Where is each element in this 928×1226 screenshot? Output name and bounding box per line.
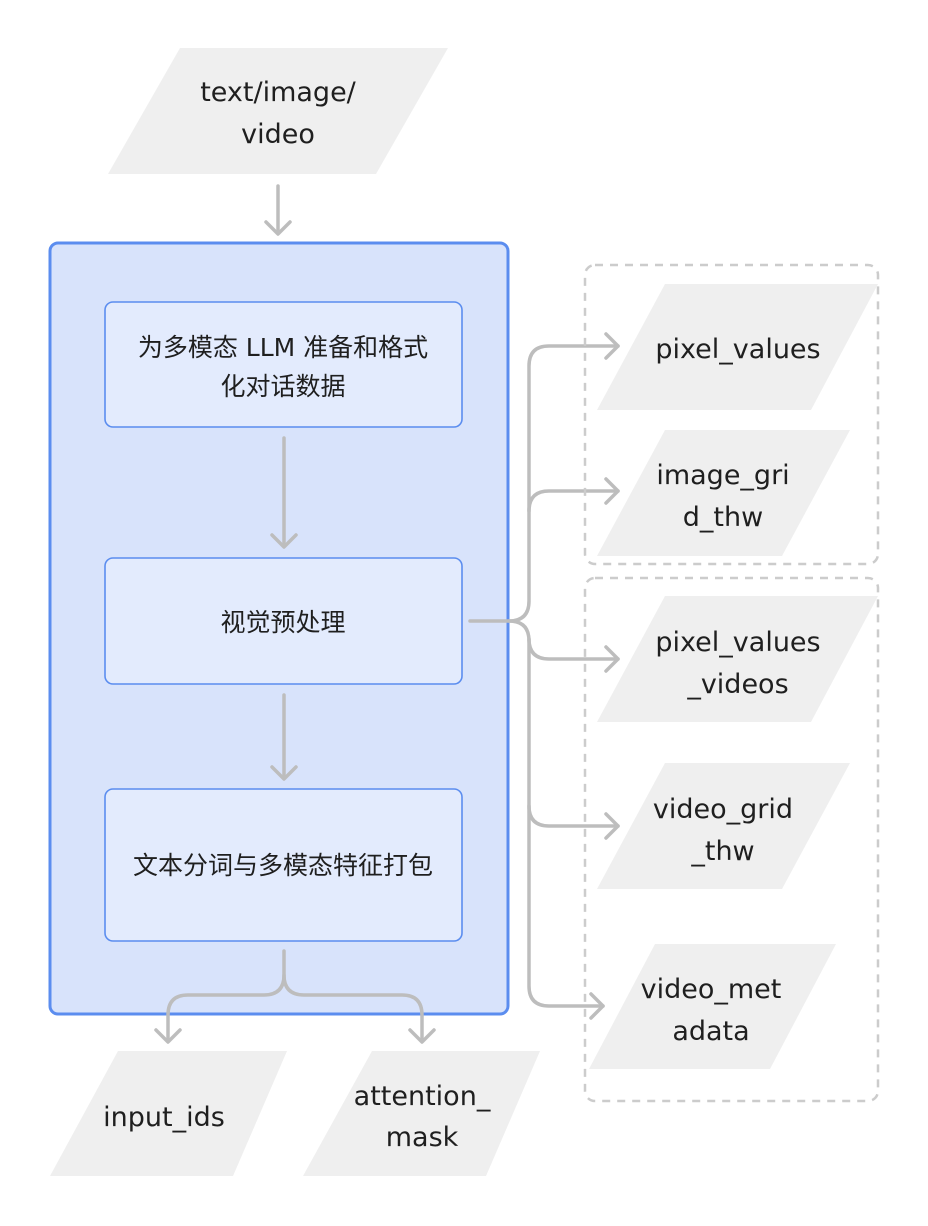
- output-attention-mask-line2: mask: [386, 1122, 459, 1153]
- step-1-line2: 化对话数据: [220, 372, 345, 401]
- arrowhead-step2: [270, 533, 298, 549]
- arrowhead-input: [264, 220, 292, 236]
- step-visual-preprocess: 视觉预处理: [104, 557, 463, 685]
- output-image-grid-line2: d_thw: [683, 502, 763, 533]
- output-video-metadata: video_met adata: [589, 944, 836, 1069]
- output-video-grid-line2: _thw: [690, 836, 754, 867]
- output-pixel-values-videos: pixel_values _videos: [597, 596, 878, 722]
- step-2-label: 视觉预处理: [220, 608, 345, 637]
- output-attention-mask: attention_ mask: [303, 1051, 540, 1176]
- arrowhead-step3: [270, 765, 298, 781]
- output-pixel-values: pixel_values: [597, 284, 878, 410]
- input-label-line2: video: [241, 119, 315, 150]
- step-format-conversation: 为多模态 LLM 准备和格式 化对话数据: [104, 301, 463, 428]
- output-attention-mask-line1: attention_: [354, 1081, 491, 1112]
- output-video-meta-line2: adata: [672, 1016, 749, 1047]
- arrow-fork-text-outputs: [154, 949, 436, 1044]
- output-pixel-videos-line1: pixel_values: [655, 627, 820, 658]
- output-video-grid-thw: video_grid _thw: [597, 763, 850, 889]
- output-pixel-videos-line2: _videos: [686, 669, 788, 700]
- output-image-grid-thw: image_gri d_thw: [597, 430, 850, 556]
- input-node: text/image/ video: [108, 48, 448, 174]
- image-outputs-group: [583, 263, 880, 566]
- output-video-meta-line1: video_met: [641, 974, 782, 1005]
- step-1-line1: 为多模态 LLM 准备和格式: [138, 333, 428, 362]
- output-video-grid-line1: video_grid: [653, 794, 793, 825]
- input-label-line1: text/image/: [200, 77, 356, 108]
- step-tokenize-pack: 文本分词与多模态特征打包: [104, 788, 463, 942]
- step-3-label: 文本分词与多模态特征打包: [133, 851, 433, 880]
- video-outputs-group: [583, 576, 880, 1103]
- arrow-fanout-feature-outputs: [468, 332, 620, 1020]
- output-pixel-values-label: pixel_values: [655, 334, 820, 365]
- output-input-ids: input_ids: [50, 1051, 287, 1176]
- output-input-ids-label: input_ids: [103, 1102, 225, 1133]
- output-image-grid-line1: image_gri: [656, 460, 789, 491]
